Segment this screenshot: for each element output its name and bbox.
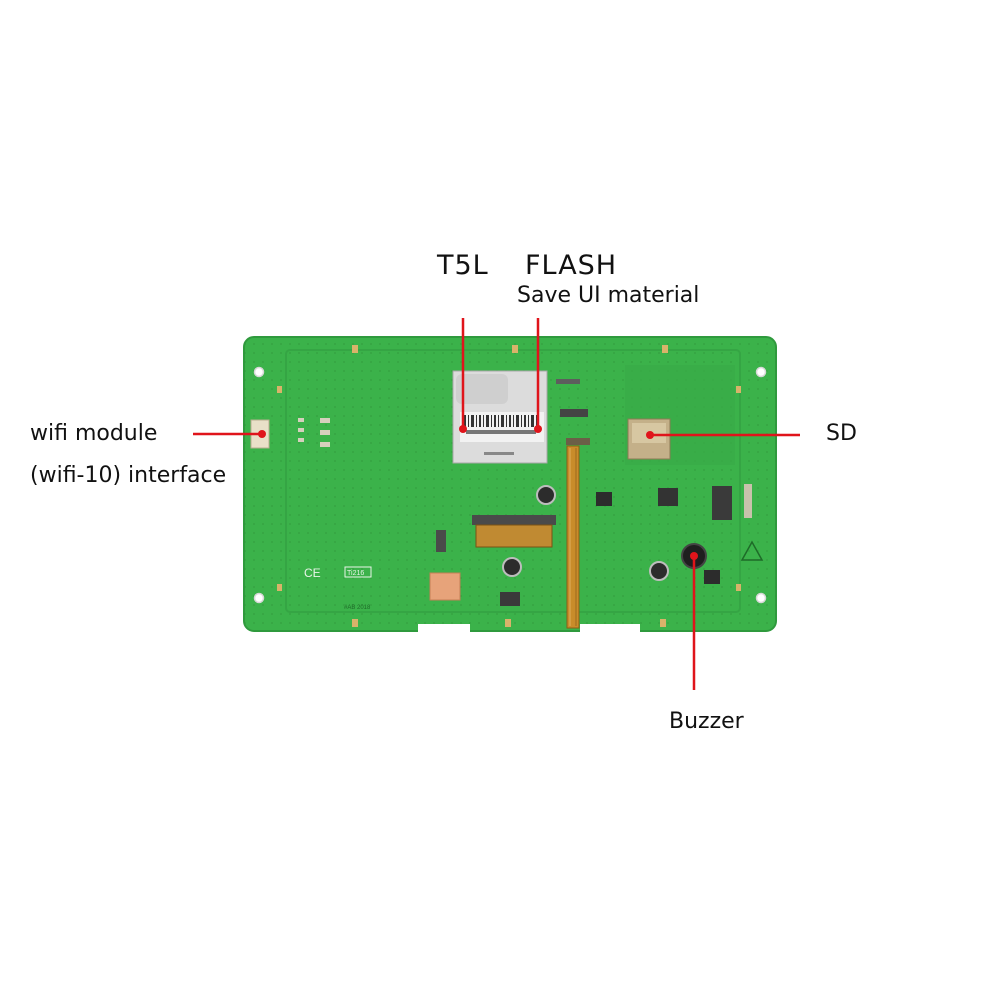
barcode-bar	[494, 415, 496, 427]
label-flash-note: Save UI material	[517, 283, 700, 308]
capacitors	[502, 485, 669, 581]
barcode-bar	[491, 415, 492, 427]
t5l-chip-sticker	[456, 374, 508, 404]
barcode-bar	[516, 415, 519, 427]
edge-pad	[512, 345, 518, 353]
t5l-chip	[452, 370, 548, 464]
edge-pad	[660, 619, 666, 627]
barcode-bar	[464, 415, 466, 427]
flex-cable-strip	[566, 445, 580, 629]
header-pin	[320, 430, 330, 435]
barcode-bar	[506, 415, 507, 427]
revision-box	[344, 566, 372, 578]
edge-pads	[277, 345, 741, 627]
edge-pad	[352, 619, 358, 627]
revision-mark: Ti216	[347, 570, 364, 577]
barcode-bar	[486, 415, 489, 427]
mounting-hole	[253, 592, 265, 604]
ic-chip	[712, 486, 732, 520]
version-mark: #AB 2018	[344, 605, 371, 611]
ce-mark: CE	[304, 566, 321, 580]
ic-chip	[658, 488, 678, 506]
barcode-bar	[521, 415, 522, 427]
ic-chip	[436, 530, 446, 552]
smd-component	[556, 379, 580, 384]
edge-pad	[352, 345, 358, 353]
label-t5l: T5L	[437, 250, 489, 281]
fpc-cable	[475, 524, 553, 548]
leader-dot-buzzer	[690, 552, 698, 560]
barcode-bar	[476, 415, 477, 427]
top-components	[556, 379, 590, 445]
sd-slot	[627, 418, 671, 460]
barcode-bar	[501, 415, 504, 427]
barcode-bar	[498, 415, 499, 427]
ic-chip	[704, 570, 720, 584]
edge-pad	[277, 584, 282, 591]
pcb-board: CE Ti216 #AB 2018	[243, 336, 777, 633]
smd-component	[566, 438, 590, 445]
capacitor	[502, 557, 522, 577]
edge-pad	[736, 584, 741, 591]
header-pin	[298, 418, 304, 422]
leader-lines	[193, 318, 800, 690]
fpc-connector-body	[472, 515, 556, 525]
misc-ics	[436, 484, 752, 606]
ic-chip	[596, 492, 612, 506]
barcode-bar	[524, 415, 526, 427]
label-buzzer: Buzzer	[669, 709, 744, 734]
barcode-bar	[479, 415, 481, 427]
barcode-bar	[468, 415, 469, 427]
pcb-notch-left	[418, 624, 470, 633]
edge-pad	[662, 345, 668, 353]
capacitor	[536, 485, 556, 505]
ic-chip	[744, 484, 752, 518]
wifi-header-pins	[298, 418, 330, 447]
pcb-notch-right	[580, 624, 640, 633]
barcode-digits	[466, 430, 536, 434]
copper-pad	[429, 572, 461, 601]
label-wifi-line1: wifi module	[30, 421, 158, 446]
barcode-bar	[531, 415, 534, 427]
leader-dot-flash	[534, 425, 542, 433]
fpc-connector	[472, 515, 556, 548]
leader-dot-t5l	[459, 425, 467, 433]
mounting-holes	[253, 366, 767, 604]
warning-triangle-icon	[740, 540, 764, 561]
flex-cable	[566, 445, 580, 629]
label-sd: SD	[826, 421, 857, 446]
edge-pad	[277, 386, 282, 393]
mounting-hole	[755, 366, 767, 378]
chip-print-line	[484, 452, 514, 455]
header-pin	[320, 418, 330, 423]
barcode-bar	[483, 415, 484, 427]
header-pin	[298, 428, 304, 432]
header-pin	[320, 442, 330, 447]
mounting-hole	[755, 592, 767, 604]
header-pin	[298, 438, 304, 442]
barcode-bar	[471, 415, 474, 427]
barcode-bar	[513, 415, 514, 427]
barcode-bar	[528, 415, 529, 427]
mounting-hole	[253, 366, 265, 378]
edge-pad	[505, 619, 511, 627]
capacitor	[649, 561, 669, 581]
label-wifi-line2: (wifi-10) interface	[30, 463, 227, 488]
label-flash: FLASH	[525, 250, 618, 281]
ic-chip	[500, 592, 520, 606]
leader-dot-wifi	[258, 430, 266, 438]
smd-component	[560, 409, 588, 417]
edge-pad	[736, 386, 741, 393]
barcode-bar	[509, 415, 511, 427]
leader-dot-sd	[646, 431, 654, 439]
